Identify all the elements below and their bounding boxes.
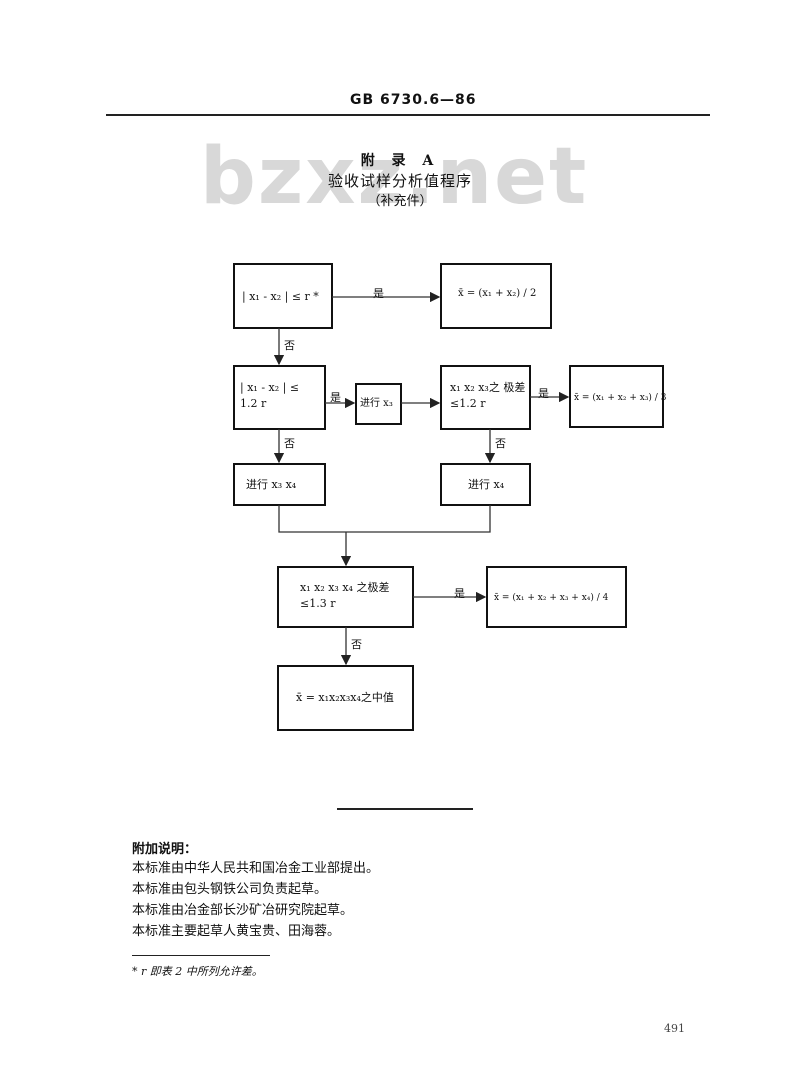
label-no-1: 否 [284, 339, 295, 352]
box-do-x4 [440, 463, 531, 506]
watermark: bzxz.net [200, 132, 589, 222]
box-result2 [440, 263, 552, 329]
box-result3 [569, 365, 664, 428]
header-rule [106, 114, 710, 116]
label-no-4: 否 [351, 638, 362, 651]
merge-left [278, 505, 491, 533]
box-cond1 [233, 263, 333, 329]
appendix-title: 验收试样分析值程序 [327, 172, 472, 190]
label-yes-2: 是 [330, 391, 341, 404]
standard-code: GB 6730.6—86 [350, 92, 477, 108]
box-do-x3x4 [233, 463, 326, 506]
cond-a-text: | x₁ - x₂ | ≤ 1.2 r [240, 381, 300, 410]
box-median [277, 665, 414, 731]
cond-range4-text: x₁ x₂ x₃ x₄ 之极差≤1.3 r [300, 581, 390, 610]
result4-text: x̄ = (x₁ + x₂ + x₃ + x₄) / 4 [494, 593, 609, 603]
label-no-2: 否 [284, 437, 295, 450]
footnote-rule [132, 955, 270, 956]
footnote: * r 即表 2 中所列允许差。 [132, 965, 263, 978]
note-line: 本标准由包头钢铁公司负责起草。 [132, 882, 328, 897]
appendix-subtitle: （补充件） [367, 194, 433, 209]
label-yes-3: 是 [538, 387, 549, 400]
label-yes-1: 是 [373, 287, 384, 300]
result3-text: x̄ = (x₁ + x₂ + x₃) / 3 [574, 393, 667, 403]
cond-range3-text: x₁ x₂ x₃之 极差≤1.2 r [450, 381, 526, 410]
notes-heading: 附加说明： [132, 842, 198, 857]
label-yes-4: 是 [454, 587, 465, 600]
section-rule [337, 808, 473, 810]
box-cond-range4 [277, 566, 414, 628]
do-x3x4-text: 进行 x₃ x₄ [246, 478, 297, 491]
result2-text: x̄ = (x₁ + x₂) / 2 [458, 288, 537, 299]
box-cond-range3 [440, 365, 531, 430]
do-x3-text: 进行 x₃ [360, 398, 393, 409]
page-number: 491 [664, 1022, 685, 1035]
note-line: 本标准主要起草人黄宝贵、田海蓉。 [132, 924, 341, 939]
median-text: x̄ = x₁x₂x₃x₄之中值 [296, 691, 394, 704]
box-result4 [486, 566, 627, 628]
note-line: 本标准由中华人民共和国冶金工业部提出。 [132, 861, 380, 876]
appendix-label: 附 录 A [360, 153, 440, 169]
note-line: 本标准由冶金部长沙矿冶研究院起草。 [132, 903, 354, 918]
label-no-3: 否 [495, 437, 506, 450]
do-x4-text: 进行 x₄ [468, 478, 505, 491]
cond1-text: | x₁ - x₂ | ≤ r * [242, 290, 319, 303]
box-do-x3 [355, 383, 402, 425]
